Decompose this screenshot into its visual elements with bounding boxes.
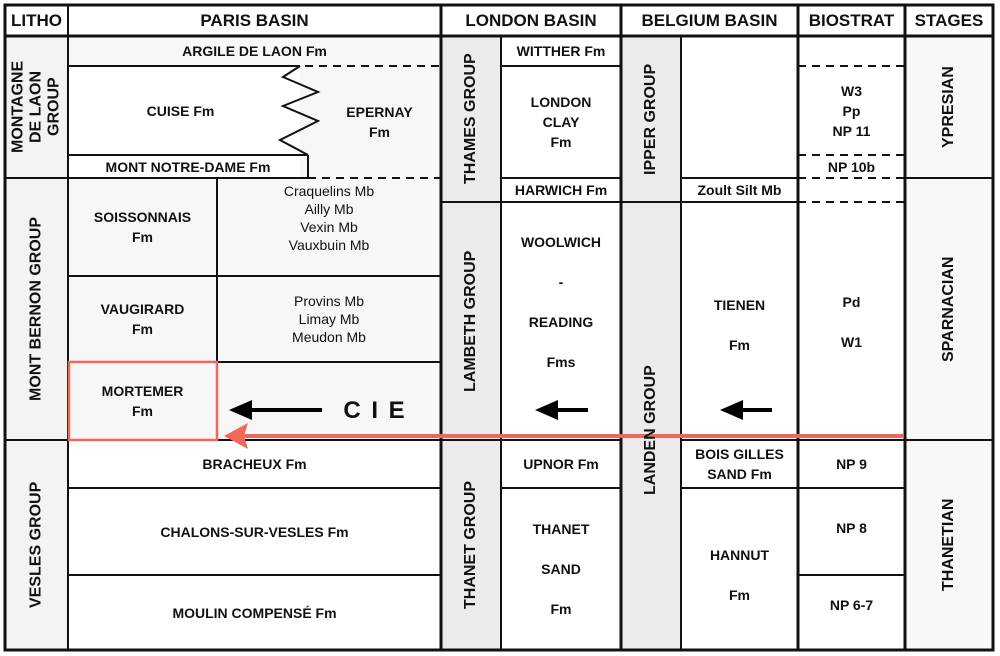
upnor-fm: UPNOR Fm [523,456,599,472]
header-stages: STAGES [914,10,984,30]
soissonnais-fm: SOISSONNAIS Fm [93,209,192,245]
header-paris-basin: PARIS BASIN [200,10,309,30]
vesles-group: VESLES GROUP [27,481,45,609]
stage-sparnacian: SPARNACIAN [940,256,957,362]
landen-group: LANDEN GROUP [642,365,659,495]
stage-thanetian: THANETIAN [940,498,957,592]
cie-label: C I E [343,397,407,424]
header-belgium-basin: BELGIUM BASIN [641,10,778,30]
montagne-de-laon-group: MONTAGNE DE LAON GROUP [9,60,63,154]
moulin-compense-fm: MOULIN COMPENSÉ Fm [172,604,337,621]
london-clay-fm: LONDON CLAY Fm [530,94,592,150]
cie-arrow-icons [229,400,772,420]
tienen-fm: TIENEN Fm [713,297,766,353]
cuise-fm: CUISE Fm [146,102,215,119]
biozone-np6-7: NP 6-7 [829,597,874,613]
mont-notre-dame-fm: MONT NOTRE-DAME Fm [105,158,271,175]
header-london-basin: LONDON BASIN [465,10,597,30]
lambeth-group: LAMBETH GROUP [462,250,479,392]
bois-gilles-sand-fm: BOIS GILLES SAND Fm [695,446,784,482]
hannut-fm: HANNUT Fm [709,547,770,603]
harwich-fm: HARWICH Fm [514,182,608,198]
vaugirard-members: Provins Mb Limay Mb Meudon Mb [292,293,366,345]
mont-bernon-group: MONT BERNON GROUP [27,217,45,401]
soissonnais-members: Craquelins Mb Ailly Mb Vexin Mb Vauxbuin… [283,183,375,253]
biozone-np9: NP 9 [836,456,867,472]
biozone-np8: NP 8 [836,520,867,536]
thames-group: THAMES GROUP [462,53,479,185]
biozone-w3-pp-np11: W3 Pp NP 11 [832,82,871,139]
mortemer-fm: MORTEMER Fm [101,383,184,419]
header-biostrat: BIOSTRAT [808,10,895,30]
argile-de-laon-fm: ARGILE DE LAON Fm [182,43,327,59]
thanet-sand-fm: THANET SAND Fm [532,521,590,617]
chalons-sur-vesles-fm: CHALONS-SUR-VESLES Fm [160,523,349,540]
biozone-np10b: NP 10b [827,158,876,175]
biozone-pd-w1: Pd W1 [841,294,862,350]
header-litho: LITHO [11,10,62,30]
stage-ypresian: YPRESIAN [940,66,957,148]
woolwich-reading-fms: WOOLWICH - READING Fms [520,234,602,370]
witther-fm: WITTHER Fm [516,43,606,59]
vaugirard-fm: VAUGIRARD Fm [100,301,185,337]
epernay-fm: EPERNAY Fm [346,104,413,140]
bracheux-fm: BRACHEUX Fm [202,456,307,472]
ipper-group: IPPER GROUP [642,63,659,175]
thanet-group: THANET GROUP [462,481,479,609]
zoult-silt-mb: Zoult Silt Mb [697,182,782,198]
